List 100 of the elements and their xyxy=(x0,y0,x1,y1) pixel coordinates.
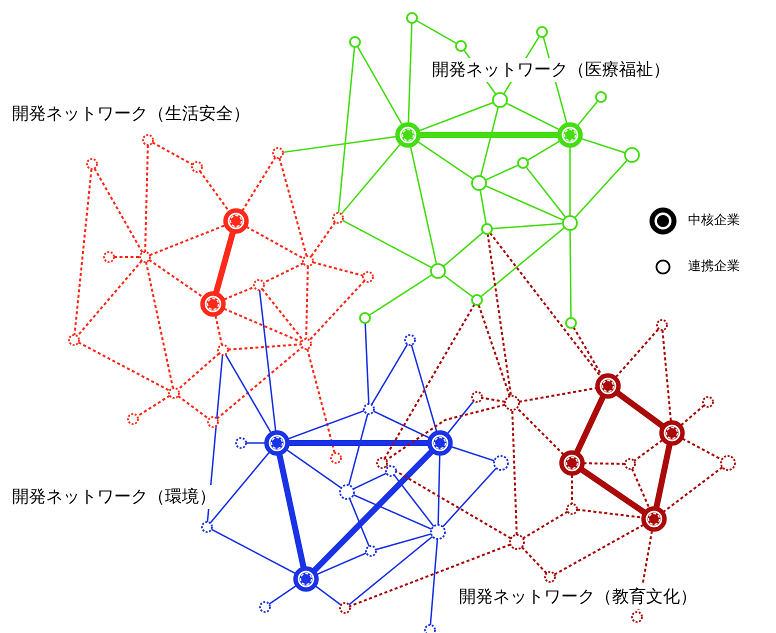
partner-company-circle xyxy=(206,415,220,429)
link-line xyxy=(577,100,598,126)
link-line xyxy=(418,141,474,180)
partner-company-circle xyxy=(141,133,155,147)
core-company-circle xyxy=(263,429,291,457)
link-line xyxy=(263,262,304,284)
thick-link-line xyxy=(574,396,606,454)
link-line xyxy=(342,220,432,268)
link-line xyxy=(526,140,560,162)
link-line xyxy=(437,454,440,526)
core-company-circle xyxy=(558,449,586,477)
partner-company-circle xyxy=(200,520,214,534)
link-line xyxy=(522,510,568,540)
link-line xyxy=(410,146,438,264)
link-line xyxy=(348,414,368,486)
link-line xyxy=(316,552,367,575)
link-line xyxy=(526,166,566,218)
link-line xyxy=(680,404,705,426)
partner-company-circle xyxy=(362,402,376,416)
link-line xyxy=(410,344,438,432)
link-line xyxy=(308,280,366,341)
link-line xyxy=(584,462,626,465)
partner-company-circle xyxy=(594,90,608,104)
link-line xyxy=(353,494,432,530)
partner-company-circle xyxy=(564,316,578,330)
link-line xyxy=(278,158,308,256)
partner-company-circle xyxy=(655,318,669,332)
link-line xyxy=(177,352,220,390)
link-line xyxy=(633,439,663,462)
link-line xyxy=(199,170,230,212)
partner-company-circle xyxy=(126,412,140,426)
partner-company-circle xyxy=(503,394,521,412)
thick-link-line xyxy=(312,449,434,573)
partner-company-circle xyxy=(102,250,116,264)
link-line xyxy=(615,328,660,378)
link-line xyxy=(518,387,596,403)
partner-company-circle xyxy=(216,343,230,357)
partner-company-circle xyxy=(480,222,494,236)
link-line xyxy=(482,396,506,403)
partner-company-circle xyxy=(338,483,356,501)
link-line xyxy=(370,344,408,406)
link-line xyxy=(228,343,302,351)
link-line xyxy=(569,230,572,318)
partner-company-circle xyxy=(258,600,272,614)
link-line xyxy=(408,22,413,124)
partner-company-circle xyxy=(429,262,447,280)
link-line xyxy=(224,354,272,433)
link-line xyxy=(315,586,342,606)
partner-company-circle xyxy=(630,610,644,624)
link-line xyxy=(430,538,438,626)
link-line xyxy=(288,410,365,440)
partner-company-circle xyxy=(364,544,378,558)
core-company-circle xyxy=(222,207,250,235)
link-line xyxy=(442,468,497,528)
link-line xyxy=(576,508,642,519)
partner-company-circle xyxy=(361,270,375,284)
partner-company-circle xyxy=(384,464,398,478)
partner-company-circle xyxy=(508,533,526,551)
legend-label: 連携企業 xyxy=(688,258,740,276)
partner-company-circle xyxy=(429,523,447,541)
link-line xyxy=(241,156,276,212)
thick-link-line xyxy=(616,390,664,428)
link-line xyxy=(478,304,511,397)
link-line xyxy=(353,472,387,490)
partner-company-circle xyxy=(470,174,488,192)
link-line xyxy=(486,234,512,396)
thick-link-line xyxy=(654,444,672,508)
partner-company-circle xyxy=(358,311,372,325)
link-line xyxy=(78,341,170,392)
partner-company-circle xyxy=(301,254,315,268)
link-line xyxy=(446,400,474,434)
link-line xyxy=(149,224,226,256)
link-line xyxy=(364,322,370,404)
link-line xyxy=(416,20,458,44)
link-line xyxy=(479,190,487,224)
partner-company-circle xyxy=(470,390,484,404)
partner-company-circle xyxy=(299,337,313,351)
core-company-circle xyxy=(640,505,668,533)
link-line xyxy=(376,533,432,550)
partner-company-circle xyxy=(492,454,510,472)
partner-company-circle xyxy=(454,39,468,53)
link-line xyxy=(258,290,276,432)
partner-company-circle xyxy=(67,333,81,347)
link-line xyxy=(261,288,304,341)
link-line xyxy=(152,142,194,166)
link-line xyxy=(480,226,566,298)
link-line xyxy=(393,474,434,527)
link-line xyxy=(554,524,644,576)
core-company-circle xyxy=(426,429,454,457)
link-line xyxy=(386,404,506,461)
link-line xyxy=(489,232,602,378)
link-line xyxy=(506,102,560,130)
partner-company-circle xyxy=(623,457,637,471)
link-line xyxy=(492,222,564,230)
link-line xyxy=(571,475,573,504)
link-line xyxy=(144,144,149,252)
link-line xyxy=(451,446,495,462)
link-line xyxy=(310,222,336,258)
partner-company-circle xyxy=(543,570,557,584)
partner-company-circle xyxy=(252,278,266,292)
